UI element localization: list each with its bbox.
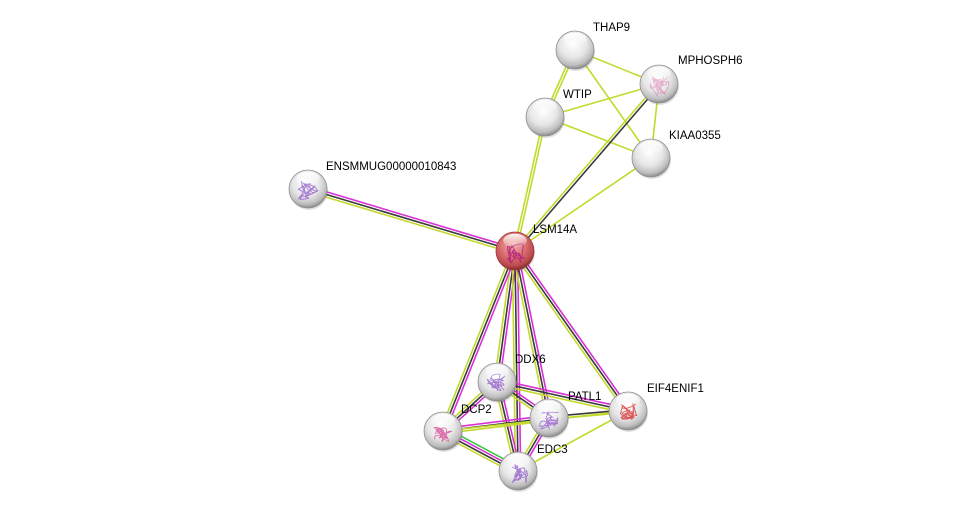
edge-line-textmining [515, 117, 548, 252]
node-label: EIF4ENIF1 [647, 383, 704, 395]
node-dcp2[interactable]: DCP2 [423, 404, 492, 452]
node-label: LSM14A [533, 224, 577, 236]
protein-structure-icon [297, 180, 319, 200]
edge-ddx6-eif4enif1[interactable] [496, 378, 629, 415]
node-patl1[interactable]: PATL1 [529, 391, 601, 439]
edge-line-coexpression [307, 188, 516, 252]
node-highlight [537, 400, 561, 415]
node-highlight [485, 364, 509, 379]
edge-line-coexpression [442, 250, 516, 432]
node-label: PATL1 [568, 391, 601, 403]
node-highlight [503, 233, 527, 248]
edge-line-textmining [514, 157, 652, 252]
protein-structure-icon [539, 411, 559, 430]
node-label: KIAA0355 [669, 130, 721, 142]
node-label: EDC3 [537, 444, 568, 456]
edge-line-textmining [574, 49, 652, 159]
edge-line-experiments [516, 250, 522, 471]
edge-line-experiments [516, 249, 631, 410]
node-highlight [639, 140, 663, 155]
edge-lsm14a-edc3[interactable] [511, 250, 522, 472]
edge-line-experiments [497, 378, 629, 410]
edge-line-experiments [444, 251, 519, 433]
node-wtip[interactable]: WTIP [525, 89, 592, 138]
edge-line-textmining [517, 410, 629, 472]
node-label: DCP2 [461, 404, 492, 416]
edge-wtip-mphosph6[interactable] [544, 83, 660, 118]
node-highlight [647, 66, 671, 81]
node-mphosph6[interactable]: MPHOSPH6 [639, 55, 743, 105]
edge-mphosph6-lsm14a[interactable] [513, 82, 661, 253]
edge-line-coexpression [515, 84, 661, 253]
edge-line-coexpression [496, 381, 629, 412]
node-label: ENSMMUG00000010843 [326, 161, 456, 173]
node-label: MPHOSPH6 [678, 55, 743, 67]
node-ddx6[interactable]: DDX6 [477, 354, 546, 403]
edge-line-experiments [308, 185, 516, 250]
node-lsm14a[interactable]: LSM14A [495, 224, 577, 272]
node-highlight [506, 453, 530, 468]
protein-structure-icon [620, 403, 638, 421]
edge-wtip-lsm14a[interactable] [512, 116, 548, 252]
edge-line-coexpression [514, 250, 629, 412]
edge-line-textmining [511, 251, 548, 419]
edge-kiaa0355-lsm14a[interactable] [514, 157, 652, 252]
edge-line-textmining [496, 383, 628, 415]
node-highlight [563, 32, 587, 47]
node-ensmmug00000010843[interactable]: ENSMMUG00000010843 [288, 161, 456, 210]
node-highlight [533, 99, 557, 114]
node-edc3[interactable]: EDC3 [498, 444, 568, 492]
edge-line-textmining [307, 190, 515, 255]
node-thap9[interactable]: THAP9 [555, 22, 630, 71]
edge-line-textmining [544, 83, 660, 118]
edge-line-textmining [513, 82, 659, 251]
edge-ensmmug00000010843-lsm14a[interactable] [307, 185, 516, 255]
edge-line-textmining [439, 249, 514, 431]
protein-structure-icon [511, 464, 528, 484]
edge-line-textmining [511, 251, 517, 472]
protein-structure-icon [433, 426, 452, 443]
edge-line-textmining [512, 116, 545, 251]
node-highlight [296, 171, 320, 186]
node-eif4enif1[interactable]: EIF4ENIF1 [608, 383, 704, 432]
node-label: DDX6 [515, 354, 546, 366]
edge-line-coexpression [514, 250, 519, 472]
edge-lsm14a-eif4enif1[interactable] [512, 249, 631, 413]
edge-thap9-kiaa0355[interactable] [574, 49, 652, 159]
node-label: WTIP [563, 89, 592, 101]
node-label: THAP9 [593, 22, 630, 34]
node-kiaa0355[interactable]: KIAA0355 [631, 130, 721, 179]
edge-line-textmining [512, 252, 627, 413]
node-highlight [616, 393, 640, 408]
node-highlight [431, 413, 455, 428]
edge-edc3-eif4enif1[interactable] [517, 410, 629, 472]
edge-lsm14a-dcp2[interactable] [439, 249, 519, 433]
